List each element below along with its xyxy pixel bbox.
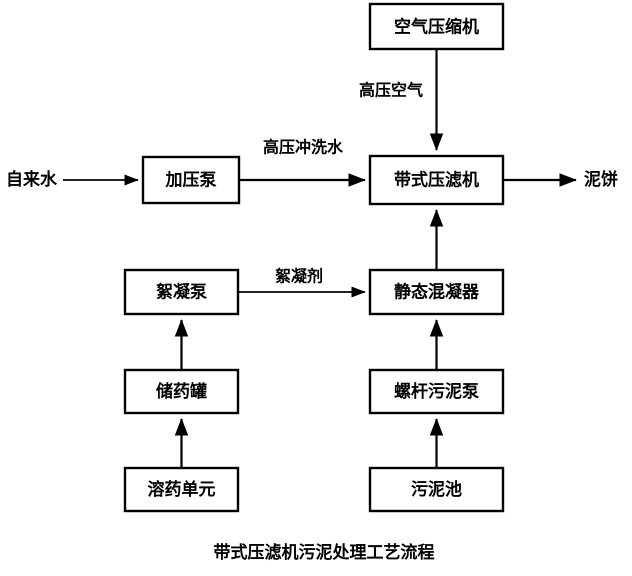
node-chemical-tank[interactable]: 储药罐 — [123, 368, 240, 415]
node-screw-sludge-pump-label: 螺杆污泥泵 — [394, 381, 479, 402]
node-static-mixer[interactable]: 静态混凝器 — [368, 268, 505, 316]
diagram-caption: 带式压滤机污泥处理工艺流程 — [214, 542, 435, 563]
node-pressure-pump[interactable]: 加压泵 — [141, 155, 241, 205]
node-sludge-pond-box[interactable] — [368, 466, 505, 513]
node-screw-sludge-pump[interactable]: 螺杆污泥泵 — [368, 368, 505, 415]
node-dissolving-unit[interactable]: 溶药单元 — [123, 466, 240, 513]
node-sludge-pond[interactable]: 污泥池 — [368, 466, 505, 513]
node-flocculation-pump[interactable]: 絮凝泵 — [123, 268, 240, 316]
terminal-mud-cake-label: 泥饼 — [584, 169, 618, 190]
node-flocculation-pump-box[interactable] — [123, 268, 240, 316]
node-belt-filter-press[interactable]: 带式压滤机 — [368, 154, 505, 206]
node-chemical-tank-box[interactable] — [123, 368, 240, 415]
terminals-layer: 自来水 泥饼 — [6, 169, 618, 190]
node-sludge-pond-label: 污泥池 — [411, 479, 462, 500]
edge-label-high-pressure-flushing-water: 高压冲洗水 — [263, 138, 344, 157]
node-belt-filter-press-label: 带式压滤机 — [394, 170, 479, 191]
node-air-compressor[interactable]: 空气压缩机 — [368, 2, 505, 51]
node-pressure-pump-box[interactable] — [141, 155, 241, 205]
node-pressure-pump-label: 加压泵 — [165, 171, 217, 191]
nodes-layer: 空气压缩机 加压泵 带式压滤机 絮凝泵 静态混凝器 储药罐 — [123, 2, 505, 513]
edge-labels-layer: 高压空气 高压冲洗水 絮凝剂 — [263, 81, 423, 286]
node-static-mixer-box[interactable] — [368, 268, 505, 316]
edge-label-high-pressure-air: 高压空气 — [359, 81, 423, 100]
node-flocculation-pump-label: 絮凝泵 — [156, 282, 207, 303]
node-dissolving-unit-label: 溶药单元 — [148, 479, 216, 500]
node-screw-sludge-pump-box[interactable] — [368, 368, 505, 415]
node-air-compressor-label: 空气压缩机 — [394, 17, 479, 38]
terminal-tap-water-label: 自来水 — [6, 169, 58, 190]
node-static-mixer-label: 静态混凝器 — [394, 282, 480, 303]
node-air-compressor-box[interactable] — [368, 2, 505, 51]
node-chemical-tank-label: 储药罐 — [156, 381, 207, 402]
node-belt-filter-press-box[interactable] — [368, 154, 505, 206]
node-dissolving-unit-box[interactable] — [123, 466, 240, 513]
edge-label-flocculant: 絮凝剂 — [275, 267, 323, 286]
edges-layer — [63, 49, 577, 468]
